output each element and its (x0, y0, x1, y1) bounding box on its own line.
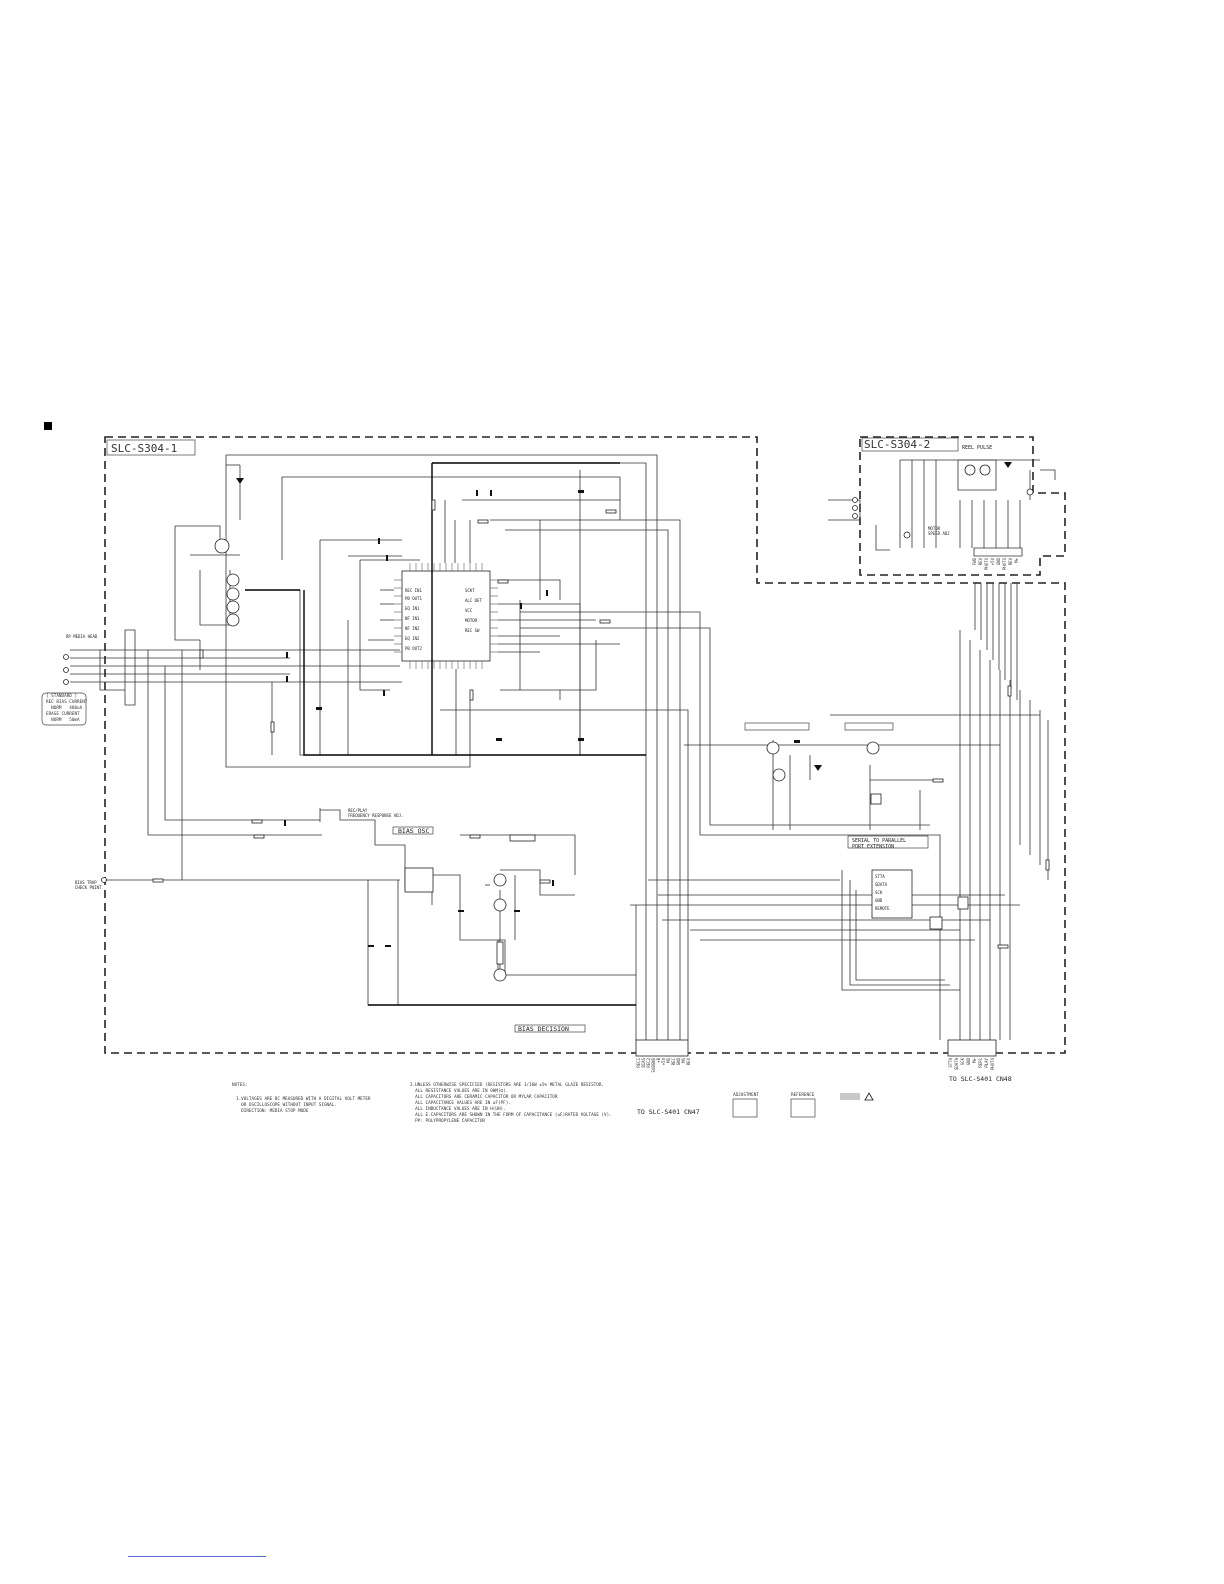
cn48-pin-label: SDATA (954, 1058, 959, 1071)
rp-head-label: RP MEDIA HEAD (66, 634, 98, 639)
cn48-pin-label: REP1 (978, 1058, 983, 1068)
bias-decision-label: BIAS DECISION (518, 1025, 569, 1033)
bias-standard-box (41, 692, 87, 726)
svg-text:REC IN1: REC IN1 (405, 588, 422, 593)
notes-title: NOTES: (232, 1083, 248, 1088)
main-board-outline (104, 436, 1066, 1054)
svg-text:NF IN1: NF IN1 (405, 616, 420, 621)
bias-standard-note: [ STANDARD ] REC BIAS CURRENT NORM 480uA… (46, 694, 88, 723)
cn48-pin-label: PLAY (984, 1058, 989, 1068)
svg-text:PB OUT2: PB OUT2 (405, 646, 422, 651)
head-terminals (63, 654, 107, 883)
cn48-pin-label: SCK (960, 1058, 965, 1066)
section-marker (44, 422, 52, 430)
transistors (214, 538, 880, 982)
cn48-pin-label: PHOTO (990, 1058, 995, 1071)
reel-connector-pin-label: +5V (990, 558, 995, 566)
main-wiring (70, 454, 1049, 1040)
reel-connector-pin-label: GND (996, 558, 1001, 566)
svg-text:PB OUT1: PB OUT1 (405, 596, 422, 601)
serial-parallel-ic: STTA SDATA SCK GND REMOTE (870, 793, 969, 930)
legend-adjustment: ADJUSTMENT (733, 1093, 759, 1098)
svg-text:GND: GND (875, 898, 883, 903)
connector-cn48-pins (947, 1039, 997, 1057)
svg-text:MOTOR: MOTOR (465, 618, 478, 623)
svg-text:REMOTE: REMOTE (875, 906, 890, 911)
to-cn47-label: TO SLC-S401 CN47 (637, 1108, 700, 1116)
svg-text:EQ IN1: EQ IN1 (405, 606, 420, 611)
main-ic: REC IN1 PB OUT1 EQ IN1 NF IN1 NF IN2 EQ … (394, 563, 498, 669)
legend-reference: REFERENCE (791, 1093, 815, 1098)
svg-text:SCKT: SCKT (465, 588, 475, 593)
reel-connector-pin-label: FWD (972, 558, 977, 566)
connector-cn47-pins (635, 1039, 689, 1057)
reel-connector-pin-label: M+ (1014, 558, 1019, 563)
legend-icons (732, 1092, 874, 1118)
cn48-pin-label: M+ (972, 1058, 977, 1063)
reel-pulse-label: REEL PULSE (962, 445, 992, 451)
svg-text:SCK: SCK (875, 890, 883, 895)
reel-connector-pin-label: REV (1008, 558, 1013, 566)
main-board-label: SLC-S304-1 (111, 442, 177, 455)
main-wiring-heavy (245, 462, 646, 1006)
capacitors (284, 490, 800, 947)
cn48-pin-label: STTA (948, 1058, 953, 1068)
cn48-pin-label: GND (966, 1058, 971, 1066)
svg-text:REC SW: REC SW (465, 628, 480, 633)
svg-text:EQ IN2: EQ IN2 (405, 636, 420, 641)
diodes (236, 462, 1012, 771)
svg-text:STTA: STTA (875, 874, 885, 879)
reel-board-parts (828, 459, 1056, 557)
reel-board-outline (859, 436, 1066, 576)
resistors (152, 499, 1050, 949)
cn47-pin-label: REV (686, 1058, 691, 1066)
footer-link-underline[interactable] (128, 1556, 266, 1557)
bias-transformers (404, 834, 536, 965)
safety-gray-patch (840, 1093, 860, 1100)
reel-connector-pin-label: PHOTO (984, 558, 989, 571)
reel-board-label: SLC-S304-2 (864, 438, 930, 451)
svg-text:NF IN2: NF IN2 (405, 626, 420, 631)
reel-connector-pin-label: REV (978, 558, 983, 566)
svg-text:ALC DET: ALC DET (465, 598, 482, 603)
bias-osc-label: BIAS OSC (398, 827, 429, 835)
to-cn48-label: TO SLC-S401 CN48 (949, 1075, 1012, 1083)
reel-sensors (852, 464, 1034, 539)
svg-text:VCC: VCC (465, 608, 473, 613)
warning-triangle-icon (864, 1092, 874, 1101)
reel-connector-pin-label: PHOTO (1002, 558, 1007, 571)
svg-text:SDATA: SDATA (875, 882, 888, 887)
note-1: 1.VOLTAGES ARE DC MEASURED WITH A DIGITA… (236, 1097, 371, 1114)
note-2: 2.UNLESS OTHERWISE SPECIFIED (RESISTORS … (410, 1083, 612, 1124)
